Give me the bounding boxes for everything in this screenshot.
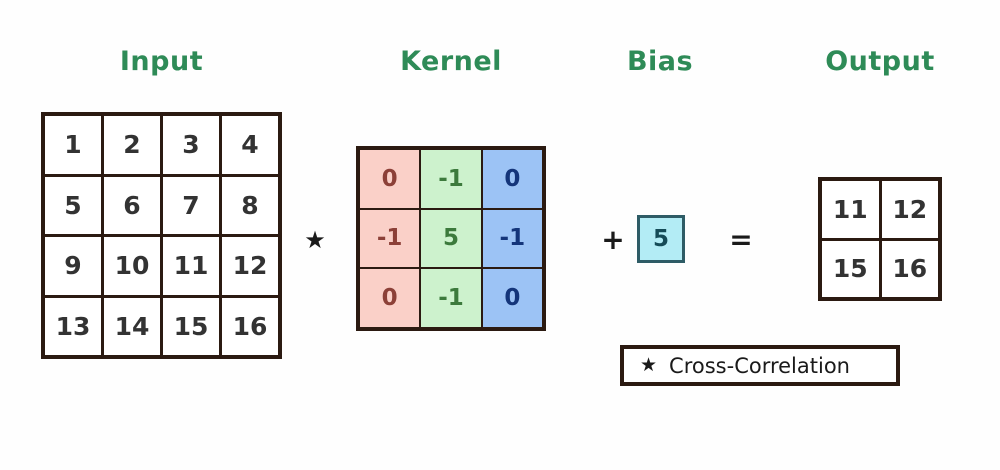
- bias-cell: 5: [637, 215, 685, 263]
- output-matrix-cell: 16: [881, 240, 938, 297]
- kernel-matrix-cell: 0: [360, 269, 420, 327]
- input-matrix-cell: 6: [104, 176, 160, 234]
- kernel-matrix-cell: 0: [360, 150, 420, 208]
- input-matrix-cell: 15: [163, 297, 219, 355]
- input-matrix-cell: 8: [222, 176, 278, 234]
- input-matrix-cell: 9: [45, 237, 101, 295]
- input-matrix-cell: 12: [222, 237, 278, 295]
- kernel-matrix-cell: -1: [360, 209, 420, 268]
- input-matrix-cell: 5: [45, 176, 101, 234]
- input-matrix-cell: 10: [104, 237, 160, 295]
- kernel-matrix-cell: 5: [421, 209, 481, 268]
- kernel-matrix-cell: -1: [421, 150, 481, 208]
- kernel-matrix-cell: -1: [482, 209, 542, 268]
- equals-operator: =: [729, 222, 753, 256]
- plus-operator: +: [601, 222, 625, 256]
- bias-title: Bias: [626, 46, 694, 77]
- kernel-matrix-cell: 0: [482, 269, 542, 327]
- kernel-matrix-cell: 0: [482, 150, 542, 208]
- input-title: Input: [119, 46, 204, 77]
- kernel-matrix-cell: -1: [421, 269, 481, 327]
- legend-label: Cross-Correlation: [669, 353, 850, 378]
- input-matrix-cell: 13: [45, 297, 101, 355]
- input-matrix-cell: 7: [163, 176, 219, 234]
- input-matrix-cell: 3: [163, 116, 219, 174]
- cross-correlation-star-icon: ★: [304, 226, 326, 254]
- input-matrix-cell: 2: [104, 116, 160, 174]
- input-matrix-cell: 16: [222, 297, 278, 355]
- output-title: Output: [825, 46, 935, 77]
- input-matrix-cell: 11: [163, 237, 219, 295]
- output-matrix-cell: 15: [822, 240, 879, 297]
- star-icon: ★: [640, 354, 658, 376]
- kernel-title: Kernel: [400, 46, 502, 77]
- input-matrix-cell: 4: [222, 116, 278, 174]
- output-matrix-cell: 12: [881, 181, 938, 238]
- output-matrix-cell: 11: [822, 181, 879, 238]
- input-matrix-cell: 14: [104, 297, 160, 355]
- input-matrix-cell: 1: [45, 116, 101, 174]
- legend-box: ★ Cross-Correlation: [620, 345, 900, 386]
